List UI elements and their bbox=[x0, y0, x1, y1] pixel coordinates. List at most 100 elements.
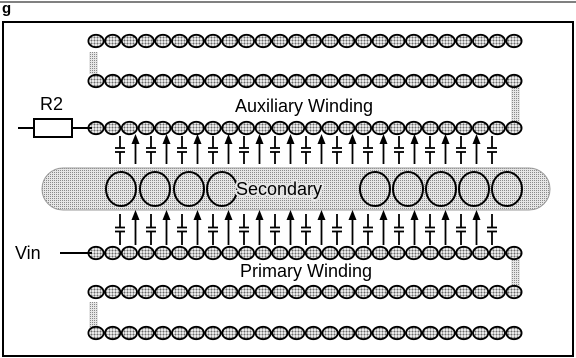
winding-bead bbox=[438, 284, 456, 300]
winding-bead bbox=[388, 325, 406, 341]
winding-bead bbox=[338, 33, 356, 49]
winding-bead bbox=[104, 33, 122, 49]
winding-bead bbox=[120, 245, 138, 261]
winding-bead bbox=[204, 245, 222, 261]
winding-bead bbox=[472, 120, 490, 136]
winding-bead bbox=[304, 120, 322, 136]
winding-bead bbox=[120, 325, 138, 341]
field-arrow bbox=[410, 134, 419, 164]
winding-bead bbox=[271, 325, 289, 341]
winding-bead bbox=[421, 120, 439, 136]
coupling-capacitor bbox=[487, 214, 497, 245]
pri-turn-bar-left bbox=[89, 302, 98, 330]
winding-bead bbox=[304, 284, 322, 300]
winding-bead bbox=[254, 73, 272, 89]
winding-bead bbox=[488, 284, 506, 300]
primary-inner-layer bbox=[87, 245, 523, 261]
winding-bead bbox=[421, 33, 439, 49]
field-arrow bbox=[193, 134, 202, 164]
secondary-coil-turn bbox=[425, 171, 457, 207]
winding-bead bbox=[204, 73, 222, 89]
aux-turn-bar-right bbox=[511, 84, 520, 122]
winding-bead bbox=[488, 325, 506, 341]
winding-bead bbox=[371, 120, 389, 136]
winding-bead bbox=[338, 120, 356, 136]
secondary-coil-turn bbox=[206, 171, 238, 207]
winding-bead bbox=[505, 284, 523, 300]
coupling-capacitor bbox=[425, 136, 435, 164]
winding-bead bbox=[488, 73, 506, 89]
winding-bead bbox=[455, 284, 473, 300]
coupling-capacitor bbox=[146, 136, 156, 164]
pri-turn-bar-right bbox=[511, 256, 520, 294]
r2-resistor bbox=[33, 118, 73, 138]
winding-bead bbox=[388, 245, 406, 261]
winding-bead bbox=[288, 284, 306, 300]
coupling-capacitor bbox=[487, 136, 497, 164]
field-arrow bbox=[162, 210, 171, 245]
winding-bead bbox=[87, 284, 105, 300]
winding-bead bbox=[388, 120, 406, 136]
winding-bead bbox=[321, 325, 339, 341]
winding-bead bbox=[254, 245, 272, 261]
winding-bead bbox=[421, 245, 439, 261]
aux-turn-bar-left bbox=[89, 52, 98, 74]
winding-bead bbox=[421, 73, 439, 89]
winding-bead bbox=[388, 284, 406, 300]
winding-bead bbox=[221, 325, 239, 341]
primary-winding-label: Primary Winding bbox=[240, 261, 372, 281]
winding-bead bbox=[171, 73, 189, 89]
winding-bead bbox=[171, 245, 189, 261]
coupling-capacitor bbox=[332, 214, 342, 245]
field-arrow bbox=[286, 210, 295, 245]
winding-bead bbox=[488, 245, 506, 261]
secondary-band bbox=[41, 167, 551, 211]
primary-second-layer bbox=[87, 284, 523, 300]
secondary-coil-turn bbox=[173, 171, 205, 207]
winding-bead bbox=[304, 245, 322, 261]
coupling-capacitor bbox=[177, 214, 187, 245]
winding-bead bbox=[120, 33, 138, 49]
field-arrow bbox=[131, 134, 140, 164]
winding-bead bbox=[154, 325, 172, 341]
winding-bead bbox=[154, 120, 172, 136]
winding-bead bbox=[338, 284, 356, 300]
winding-bead bbox=[254, 284, 272, 300]
winding-bead bbox=[187, 284, 205, 300]
auxiliary-second-layer bbox=[87, 73, 523, 89]
winding-bead bbox=[388, 33, 406, 49]
coupling-capacitor bbox=[363, 214, 373, 245]
winding-bead bbox=[438, 325, 456, 341]
winding-bead bbox=[354, 73, 372, 89]
winding-bead bbox=[338, 245, 356, 261]
winding-bead bbox=[288, 73, 306, 89]
field-arrow bbox=[224, 134, 233, 164]
winding-bead bbox=[421, 284, 439, 300]
winding-bead bbox=[154, 284, 172, 300]
winding-bead bbox=[271, 33, 289, 49]
winding-bead bbox=[187, 245, 205, 261]
winding-bead bbox=[472, 33, 490, 49]
winding-bead bbox=[204, 33, 222, 49]
winding-bead bbox=[405, 120, 423, 136]
field-arrow bbox=[193, 210, 202, 245]
secondary-coil-turn bbox=[105, 171, 137, 207]
field-arrow bbox=[472, 134, 481, 164]
field-arrow bbox=[441, 210, 450, 245]
winding-bead bbox=[354, 284, 372, 300]
winding-bead bbox=[338, 325, 356, 341]
winding-bead bbox=[472, 325, 490, 341]
winding-bead bbox=[405, 325, 423, 341]
secondary-coil-turn bbox=[139, 171, 171, 207]
field-arrow bbox=[317, 134, 326, 164]
field-arrow bbox=[348, 134, 357, 164]
winding-bead bbox=[371, 33, 389, 49]
winding-bead bbox=[288, 245, 306, 261]
winding-bead bbox=[171, 120, 189, 136]
winding-bead bbox=[405, 73, 423, 89]
winding-bead bbox=[254, 120, 272, 136]
winding-bead bbox=[405, 284, 423, 300]
winding-bead bbox=[371, 245, 389, 261]
field-arrow bbox=[255, 134, 264, 164]
vin-label: Vin bbox=[15, 243, 41, 263]
